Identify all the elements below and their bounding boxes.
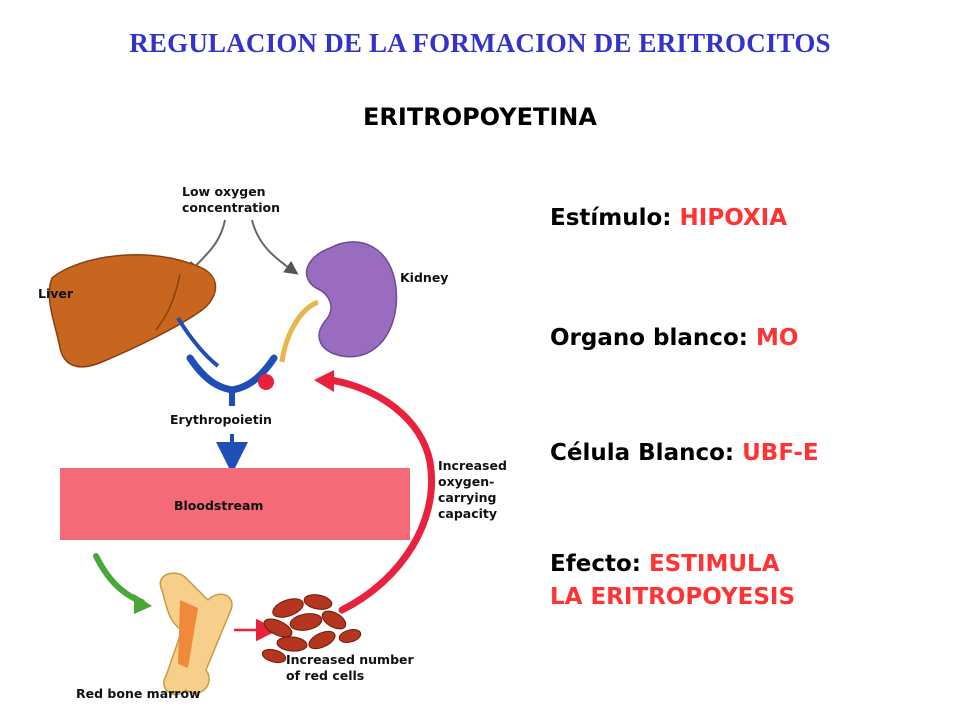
feedback-return-arrowhead bbox=[314, 370, 334, 392]
fact-effect-value-line2: LA ERITROPOYESIS bbox=[550, 584, 796, 610]
fact-effect-value: ESTIMULA bbox=[648, 551, 780, 577]
erythropoietin-molecule bbox=[258, 374, 274, 390]
bloodstream-band bbox=[60, 468, 410, 540]
low-oxygen-arrow-right bbox=[251, 219, 299, 275]
fact-effect: Efecto: ESTIMULA LA ERITROPOYESIS bbox=[550, 548, 795, 614]
red-cells-cluster bbox=[261, 594, 362, 664]
feedback-return-arrow bbox=[326, 376, 436, 614]
increased-cells-label-line2: of red cells bbox=[286, 668, 364, 683]
low-oxygen-label-line2: concentration bbox=[182, 200, 280, 215]
increased-cells-label-line1: Increased number bbox=[286, 652, 415, 667]
fact-target-organ: Organo blanco: MO bbox=[550, 322, 798, 355]
bloodstream-label: Bloodstream bbox=[174, 498, 263, 513]
liver-lobe-line bbox=[155, 273, 181, 331]
red-bone-marrow-label: Red bone marrow bbox=[76, 686, 201, 701]
page-subtitle: ERITROPOYETINA bbox=[363, 103, 597, 131]
fact-target-cell: Célula Blanco: UBF-E bbox=[550, 437, 819, 470]
bone-marrow-core bbox=[178, 600, 198, 668]
increased-capacity-line1: Increased bbox=[438, 458, 507, 473]
liver-to-receptor-line bbox=[176, 316, 220, 368]
kidney-label: Kidney bbox=[400, 270, 448, 285]
erythropoietin-label: Erythropoietin bbox=[170, 412, 272, 427]
page-title: REGULACION DE LA FORMACION DE ERITROCITO… bbox=[129, 28, 831, 58]
increased-capacity-line4: capacity bbox=[438, 506, 497, 521]
kidney-to-receptor-arrow bbox=[279, 299, 320, 363]
blood-to-marrow-arrowhead bbox=[134, 594, 152, 614]
low-oxygen-label-line1: Low oxygen bbox=[182, 184, 266, 199]
fact-target-organ-value: MO bbox=[755, 325, 799, 351]
low-oxygen-arrow-left bbox=[186, 219, 226, 277]
liver-shape bbox=[48, 254, 217, 368]
fact-stimulus: Estímulo: HIPOXIA bbox=[550, 202, 787, 235]
increased-capacity-line3: carrying bbox=[438, 490, 496, 505]
kidney-shape bbox=[305, 241, 398, 358]
increased-capacity-line2: oxygen- bbox=[438, 474, 494, 489]
fact-target-organ-label: Organo blanco: bbox=[550, 325, 748, 351]
bone-shape bbox=[159, 572, 233, 696]
fact-target-cell-label: Célula Blanco: bbox=[550, 440, 735, 466]
fact-stimulus-label: Estímulo: bbox=[550, 205, 672, 231]
erythropoiesis-diagram: Low oxygen concentration Kidney Liver Er… bbox=[38, 184, 507, 701]
liver-label: Liver bbox=[38, 286, 74, 301]
fact-effect-label: Efecto: bbox=[550, 551, 641, 577]
fact-stimulus-value: HIPOXIA bbox=[679, 205, 788, 231]
fact-target-cell-value: UBF-E bbox=[742, 440, 819, 466]
